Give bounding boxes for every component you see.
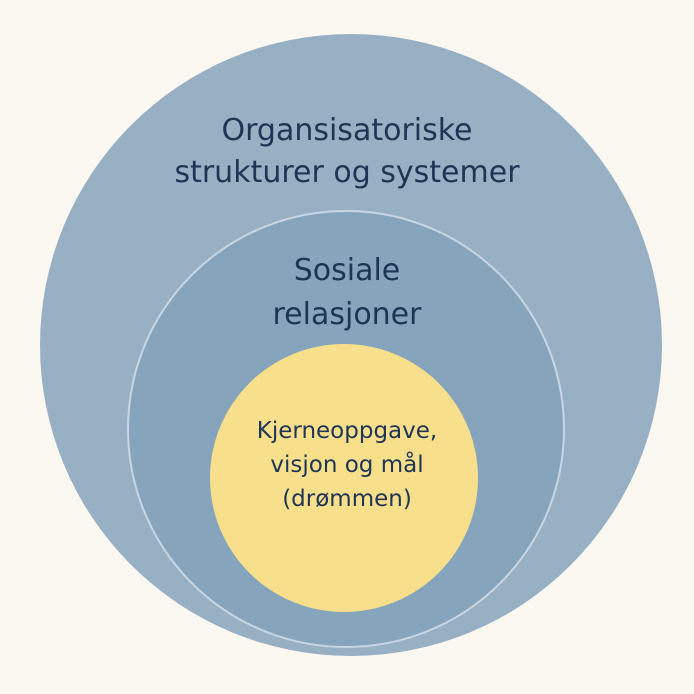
inner-label-line2: visjon og mål: [270, 452, 424, 478]
middle-circle-label: Sosiale relasjoner: [0, 249, 694, 337]
inner-label-line1: Kjerneoppgave,: [256, 418, 438, 444]
outer-label-line1: Organsisatoriske: [221, 113, 473, 148]
outer-label-line2: strukturer og systemer: [174, 155, 520, 190]
middle-label-line2: relasjoner: [272, 297, 422, 332]
middle-label-line1: Sosiale: [293, 253, 401, 288]
inner-circle: [210, 344, 478, 612]
inner-circle-label: Kjerneoppgave, visjon og mål (drømmen): [0, 414, 694, 516]
outer-circle-label: Organsisatoriske strukturer og systemer: [0, 110, 694, 194]
inner-label-line3: (drømmen): [282, 486, 412, 512]
